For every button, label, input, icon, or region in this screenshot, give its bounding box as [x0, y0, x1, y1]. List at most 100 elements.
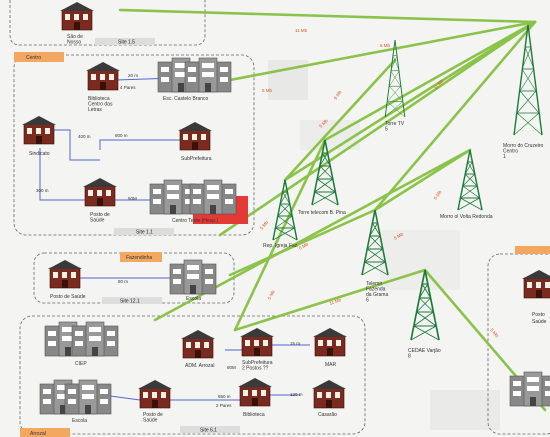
region-tag-label: Arrozal — [30, 431, 46, 437]
tower-volta-redonda: Morro ol Volta Redonda — [440, 149, 493, 220]
node-label: Casarão — [318, 412, 337, 418]
tower-igreja: Rep. Igreja Faz. — [263, 179, 299, 249]
node-label: Sindicato — [29, 151, 50, 157]
region-arrozal: Arrozal Site 6.1 — [19, 315, 366, 437]
node-esc-castelo-branco: Esc. Castelo Branco — [157, 57, 232, 102]
rate-labels: 11 Mb 5 Mb 5 Mb 9 Mb 5 Mb 11 Mb 5 Mb 5 M… — [259, 28, 500, 339]
link-line — [323, 20, 537, 142]
node-ciep: CIEP — [44, 321, 119, 367]
link-line — [233, 138, 327, 332]
node-escola-fazendinha: Escola — [169, 259, 217, 302]
background-shape — [430, 390, 500, 430]
link-rate: 5 Mb — [318, 118, 329, 129]
distance: 400 m — [78, 134, 91, 139]
link-line — [373, 148, 472, 212]
link-rate: 5 Mb — [267, 289, 277, 301]
tower-telecom: Torre telecom B. Pina — [298, 139, 346, 216]
node-label: Biblioteca — [243, 412, 265, 418]
region-tag-label: Fazendinha — [126, 255, 152, 261]
node-label: ADM. Arrozal — [185, 363, 214, 369]
node-label: CIEP — [75, 361, 87, 367]
node-label: Posto — [532, 312, 545, 318]
region-centro: Centro Site 1.1 — [13, 52, 255, 236]
node-escola-arrozal: Escola — [39, 379, 112, 424]
node-label: Esc. Castelo Branco — [163, 96, 209, 102]
region-tag-label: Centro — [26, 55, 41, 61]
distance: 2 Pares — [216, 403, 232, 408]
link-line — [373, 20, 537, 212]
node-label: Saúde — [532, 319, 547, 325]
region-tag-fazendinha — [120, 252, 162, 262]
tower-label: Rep. Igreja Faz. — [263, 243, 299, 249]
node-biblioteca-arrozal: Biblioteca — [237, 377, 273, 418]
site-label-box — [114, 228, 174, 235]
site-label: Site 1.1 — [136, 230, 153, 236]
link-line — [218, 20, 537, 237]
node-label: MAR — [325, 362, 337, 368]
node-sindicato: Sindicato — [21, 115, 57, 157]
node-adm-arrozal: ADM. Arrozal — [180, 329, 216, 369]
site-label-box — [95, 38, 155, 45]
link-rate: 11 Mb — [433, 78, 445, 91]
link-rate: 11 Mb — [295, 28, 308, 33]
distance-labels: 20 m 4 Pares 400 m 800 m 300 m 50M 80 m … — [36, 73, 303, 408]
link-rate: 5 Mb — [298, 241, 310, 251]
node-label: Escola — [186, 296, 201, 302]
distance: 80M — [227, 365, 236, 370]
node-label: Escola — [72, 418, 87, 424]
tower-label: Morro ol Volta Redonda — [440, 214, 493, 220]
node-right-partial: Posto Saúde — [509, 269, 550, 407]
distance: 50M — [128, 196, 137, 201]
link-rate: 5 Mb — [262, 88, 273, 93]
distance: 120 m — [290, 392, 303, 397]
distance: 800 m — [115, 133, 128, 138]
node-label: SubPrefeitura — [181, 156, 212, 162]
distance: 650 m — [218, 394, 231, 399]
link-rate: 5 Mb — [489, 327, 500, 338]
link-line — [118, 8, 537, 24]
node-casarao: Casarão — [311, 379, 347, 418]
link-line — [283, 58, 397, 182]
node-subprefeitura: SubPrefeitura — [177, 121, 213, 162]
site-label: Site 12.1 — [120, 299, 140, 305]
link-rate: 5 Mb — [393, 231, 405, 241]
link-line — [228, 208, 377, 277]
distance: 4 Pares — [120, 85, 136, 90]
node-centro-teste: Centro Teste (Hosp.) — [149, 179, 248, 224]
distance: 300 m — [36, 188, 49, 193]
distance: 15 m — [290, 341, 300, 346]
link-rate: 5 Mb — [259, 219, 270, 230]
node-posto-saude-fazendinha: Posto de Saúde — [47, 259, 86, 300]
node-label: Centro Teste (Hosp.) — [172, 218, 218, 224]
site-label-box — [180, 426, 240, 433]
node-mar: MAR — [312, 327, 348, 368]
site-label: Site 1.5 — [118, 40, 135, 46]
link-rate: 5 Mb — [433, 189, 443, 200]
distance: 80 m — [118, 279, 128, 284]
distance: 20 m — [128, 73, 138, 78]
site-label: Site 6.1 — [200, 428, 217, 434]
region-tag-centro — [14, 52, 64, 62]
link-rate: 9 Mb — [333, 89, 343, 100]
region-top-left: Site 1.5 — [9, 0, 206, 46]
link-rate: 5 Mb — [380, 43, 391, 48]
node-label: Posto de Saúde — [50, 294, 86, 300]
site-label-box — [102, 297, 162, 304]
link-line — [228, 20, 537, 82]
